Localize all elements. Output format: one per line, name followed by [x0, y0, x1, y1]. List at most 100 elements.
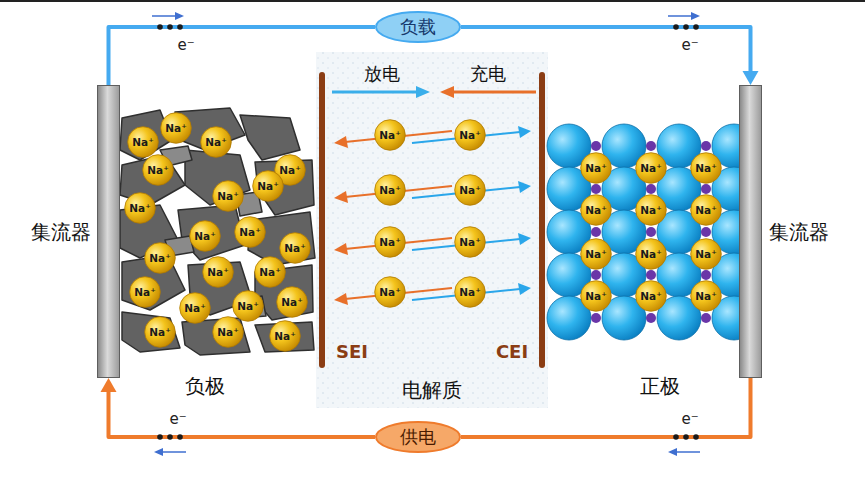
collector-label: 集流器: [31, 220, 91, 243]
electron-flow-arrow: [676, 451, 700, 453]
electrode-label: 正极: [640, 375, 680, 398]
ion-sphere: [201, 127, 232, 158]
ion-sphere: [375, 175, 406, 206]
ion-sphere: [145, 243, 176, 274]
sodium-ion: Na⁺: [142, 154, 174, 186]
wire-connector: [461, 378, 751, 437]
sodium-ion: Na⁺: [279, 232, 311, 264]
ion-label: Na⁺: [459, 237, 480, 248]
cathode-lattice: [591, 141, 601, 151]
sodium-ion: Na⁺: [252, 170, 284, 202]
ion-sphere: [375, 120, 406, 151]
ion-label: Na⁺: [640, 291, 661, 302]
sei-cei-layer: [319, 72, 325, 368]
sodium-ion: Na⁺: [374, 119, 406, 151]
electron-dots: [177, 434, 183, 440]
ion-migration-arrow: [334, 243, 348, 255]
ion-label: Na⁺: [379, 237, 400, 248]
ion-label: Na⁺: [695, 291, 716, 302]
ion-label: Na⁺: [640, 205, 661, 216]
charge-direction-arrow: [332, 86, 536, 98]
ion-sphere: [277, 287, 308, 318]
charge-direction-arrow: [332, 91, 418, 94]
cathode-lattice: [591, 184, 601, 194]
electron-flow-arrow: [668, 15, 692, 17]
ion-sphere: [455, 120, 486, 151]
electron-label: e⁻: [169, 411, 186, 428]
ion-sphere: [143, 155, 174, 186]
ion-label: Na⁺: [585, 205, 606, 216]
ion-sphere: [636, 153, 667, 184]
ion-label: Na⁺: [132, 137, 153, 148]
ion-label: Na⁺: [129, 203, 150, 214]
ion-label: Na⁺: [585, 291, 606, 302]
cathode-lattice: [701, 227, 711, 237]
sodium-ion: Na⁺: [212, 180, 244, 212]
ion-sphere: [581, 281, 612, 312]
ion-sphere: [375, 227, 406, 258]
process-label: 放电: [364, 64, 400, 85]
electrode-label: 负极: [185, 375, 225, 398]
sodium-ion: Na⁺: [144, 242, 176, 274]
ion-sphere: [636, 281, 667, 312]
sodium-ion: Na⁺: [690, 238, 722, 270]
ion-label: Na⁺: [379, 130, 400, 141]
electron-dots: [167, 434, 173, 440]
ion-label: Na⁺: [149, 327, 170, 338]
ion-label: Na⁺: [281, 297, 302, 308]
interphase-label: CEI: [496, 342, 528, 363]
ion-migration-arrow: [334, 293, 348, 305]
electron-label: e⁻: [681, 37, 698, 54]
ion-label: Na⁺: [640, 163, 661, 174]
ion-label: Na⁺: [459, 287, 480, 298]
sodium-ion: Na⁺: [200, 126, 232, 158]
ion-sphere: [455, 227, 486, 258]
sodium-ion: Na⁺: [189, 220, 221, 252]
ion-label: Na⁺: [695, 163, 716, 174]
electrolyte-region: [316, 52, 548, 408]
ion-sphere: [691, 281, 722, 312]
sodium-ion: Na⁺: [580, 238, 612, 270]
ion-label: Na⁺: [237, 301, 258, 312]
ion-label: Na⁺: [279, 165, 300, 176]
ion-sphere: [636, 195, 667, 226]
sodium-ion: Na⁺: [269, 320, 301, 352]
current-collector: 集流器: [97, 85, 120, 378]
electron-dots: [167, 24, 173, 30]
ion-label: Na⁺: [147, 165, 168, 176]
sodium-ion: Na⁺: [635, 238, 667, 270]
cathode-lattice: [701, 313, 711, 323]
sei-cei-layer: [319, 72, 545, 368]
electrolyte-region: [316, 52, 548, 408]
wire-line: [109, 27, 376, 85]
ion-migration-arrow: [518, 233, 531, 245]
ion-migration-arrow: [334, 191, 348, 203]
ion-sphere: [691, 239, 722, 270]
electron-flow-arrow: [162, 451, 186, 453]
sodium-ion: Na⁺: [635, 152, 667, 184]
ion-sphere: [161, 113, 192, 144]
collector-label: 集流器: [769, 220, 829, 243]
sodium-ion: Na⁺: [374, 174, 406, 206]
ion-label: Na⁺: [257, 181, 278, 192]
ion-label: Na⁺: [459, 130, 480, 141]
ion-sphere: [235, 217, 266, 248]
sodium-ion: Na⁺: [232, 290, 264, 322]
electron-dots: [157, 24, 699, 440]
cathode-lattice: [547, 124, 756, 340]
wire-arrowhead: [743, 71, 759, 85]
wire-arrowhead: [101, 378, 117, 392]
sodium-ion: Na⁺: [454, 226, 486, 258]
sodium-ion: Na⁺: [124, 192, 156, 224]
electron-label: e⁻: [681, 411, 698, 428]
top-rule: [0, 0, 865, 2]
sodium-ion: Na⁺: [202, 256, 234, 288]
sodium-ion: Na⁺: [254, 256, 286, 288]
ion-label: Na⁺: [217, 191, 238, 202]
electron-dots: [693, 434, 699, 440]
ion-sphere: [213, 181, 244, 212]
cathode-lattice: [591, 313, 601, 323]
sodium-ion: Na⁺: [129, 276, 161, 308]
